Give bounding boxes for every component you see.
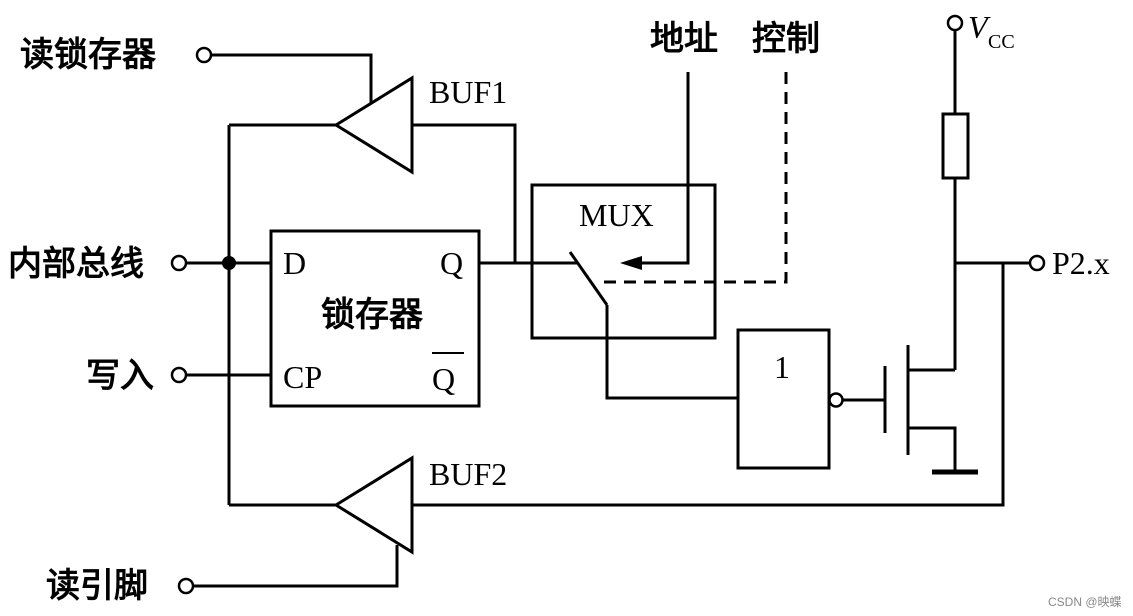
address-arrowhead [620, 256, 642, 270]
latch-cp-label: CP [283, 359, 322, 395]
latch-qbar-label: Q [432, 361, 455, 397]
latch-d-label: D [283, 245, 306, 281]
buf2-triangle [333, 455, 414, 555]
vcc-label: V [968, 9, 991, 45]
read-pin-terminal [177, 577, 195, 595]
bus-junction-dot [222, 256, 236, 270]
read-latch-terminal [195, 46, 213, 64]
mux-label: MUX [579, 197, 654, 233]
read-pin-label: 读引脚 [46, 566, 148, 606]
vcc-terminal [946, 14, 964, 32]
vcc-subscript: CC [988, 31, 1015, 53]
not-gate-box [736, 328, 831, 470]
mux-box [530, 183, 717, 340]
output-pin-terminal [1028, 254, 1046, 272]
internal-bus-label: 内部总线 [8, 244, 144, 284]
control-dashed-line [598, 72, 788, 284]
write-label: 写入 [86, 356, 154, 396]
latch-q-label: Q [440, 245, 463, 281]
not-gate-label: 1 [774, 349, 790, 385]
watermark: CSDN @映蝶 [1048, 594, 1122, 609]
buf2-label: BUF2 [429, 456, 507, 492]
buf1-label: BUF1 [429, 74, 507, 110]
pullup-resistor [941, 112, 970, 180]
address-label: 地址 [650, 19, 718, 59]
read-latch-label: 读锁存器 [20, 35, 157, 75]
buf1-triangle [333, 75, 414, 175]
output-pin-label: P2.x [1052, 245, 1110, 281]
internal-bus-terminal [170, 254, 188, 272]
latch-box [269, 229, 481, 408]
not-gate-bubble [828, 392, 844, 408]
write-terminal [170, 366, 188, 384]
mux-switch-blade [568, 251, 609, 306]
wires [186, 30, 1030, 588]
latch-label: 锁存器 [321, 295, 424, 335]
control-label: 控制 [752, 19, 820, 59]
